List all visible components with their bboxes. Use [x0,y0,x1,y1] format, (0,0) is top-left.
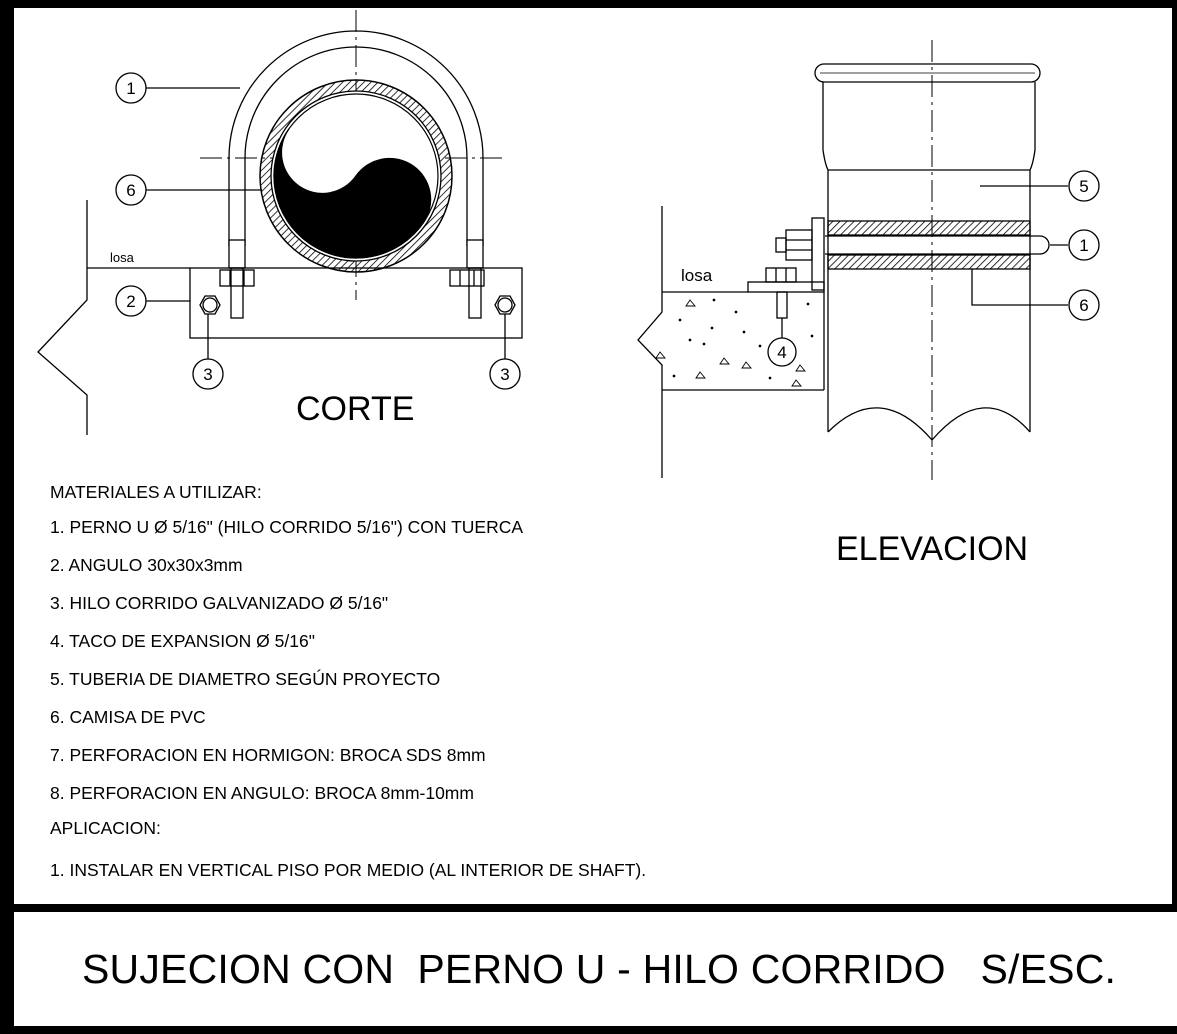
hex-nut-left [199,295,221,315]
frame-border-right [1172,0,1177,910]
corte-losa-label: losa [110,250,135,265]
elevacion-losa-label: losa [681,266,713,285]
elev-callout-5: 5 [1079,177,1088,196]
pipe-section [273,93,439,259]
materials-heading: MATERIALES A UTILIZAR: [50,482,262,502]
concrete-hatch [655,298,814,387]
elev-callout-6: 6 [1079,296,1088,315]
application-heading: APLICACION: [50,818,161,838]
elevacion-view [637,40,1068,480]
pvc-sleeve-band-bottom [827,254,1031,270]
elevacion-title: ELEVACION [836,530,1028,568]
material-item-8: 8. PERFORACION EN ANGULO: BROCA 8mm-10mm [50,783,474,803]
callout-3-left: 3 [203,365,212,384]
callout-2: 2 [126,292,135,311]
corte-title: CORTE [296,390,414,428]
elev-slab-break-line [637,206,663,478]
material-item-6: 6. CAMISA DE PVC [50,707,206,727]
slab-break-line [37,200,88,435]
elev-callout-1: 1 [1079,236,1088,255]
material-item-2: 2. ANGULO 30x30x3mm [50,555,243,575]
material-item-5: 5. TUBERIA DE DIAMETRO SEGÚN PROYECTO [50,669,441,689]
material-item-1: 1. PERNO U Ø 5/16" (HILO CORRIDO 5/16") … [50,517,524,537]
frame-border-bottom [0,1026,1177,1034]
sheet-title: SUJECION CON PERNO U - HILO CORRIDO S/ES… [82,946,1117,992]
callout-1: 1 [126,79,135,98]
pipe-elevation [822,82,1036,432]
frame-border-top [0,0,1177,8]
angle-profile [189,267,523,339]
hex-nut-right [494,295,516,315]
corte-section-view [37,10,523,435]
material-item-7: 7. PERFORACION EN HORMIGON: BROCA SDS 8m… [50,745,486,765]
elevacion-callouts [767,170,1100,367]
callout-6: 6 [126,181,135,200]
elev-callout-4: 4 [777,343,786,362]
pvc-sleeve-band-top [827,220,1031,236]
corte-callouts [115,72,521,390]
callout-3-right: 3 [500,365,509,384]
application-item-1: 1. INSTALAR EN VERTICAL PISO POR MEDIO (… [50,860,647,880]
material-item-4: 4. TACO DE EXPANSION Ø 5/16" [50,631,315,651]
material-item-3: 3. HILO CORRIDO GALVANIZADO Ø 5/16" [50,593,389,613]
frame-border-left [0,0,14,1034]
title-block-divider [0,904,1177,912]
